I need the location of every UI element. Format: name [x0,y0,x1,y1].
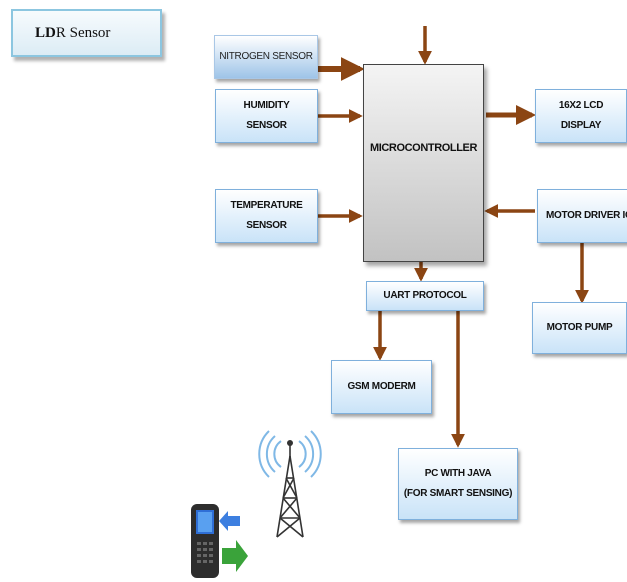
ldr-label-bold: LD [35,24,56,41]
uart-protocol-label: UART PROTOCOL [383,290,467,301]
microcontroller-block: MICROCONTROLLER [363,64,484,262]
pc-label-line2: (FOR SMART SENSING) [403,488,513,499]
uart-protocol-block: UART PROTOCOL [366,281,484,311]
humidity-sensor-block: HUMIDITY SENSOR [215,89,318,143]
gsm-modem-block: GSM MODERM [331,360,432,414]
outgoing-arrow-icon [222,540,248,572]
pc-java-block: PC WITH JAVA (FOR SMART SENSING) [398,448,518,520]
motor-pump-label: MOTOR PUMP [546,322,613,333]
temperature-sensor-block: TEMPERATURE SENSOR [215,189,318,243]
gsm-modem-label: GSM MODERM [347,381,416,392]
lcd-label-line2: DISPLAY [560,120,602,131]
pc-label-line1: PC WITH JAVA [424,468,492,479]
motor-pump-block: MOTOR PUMP [532,302,627,354]
microcontroller-label: MICROCONTROLLER [369,142,478,154]
motor-driver-label: MOTOR DRIVER IC [546,210,627,221]
humidity-label-line1: HUMIDITY [243,100,290,111]
radio-tower-icon [258,430,322,538]
nitrogen-sensor-block: NITROGEN SENSOR [214,35,318,79]
temperature-label-line2: SENSOR [246,220,287,231]
ldr-label-rest: R Sensor [55,24,111,41]
mobile-phone-icon [191,504,248,578]
temperature-label-line1: TEMPERATURE [230,200,303,211]
lcd-label-line1: 16X2 LCD [558,100,604,111]
humidity-label-line2: SENSOR [246,120,287,131]
motor-driver-block: MOTOR DRIVER IC [537,189,627,243]
lcd-display-block: 16X2 LCD DISPLAY [535,89,627,143]
nitrogen-sensor-label: NITROGEN SENSOR [219,51,313,62]
incoming-arrow-icon [219,511,240,531]
